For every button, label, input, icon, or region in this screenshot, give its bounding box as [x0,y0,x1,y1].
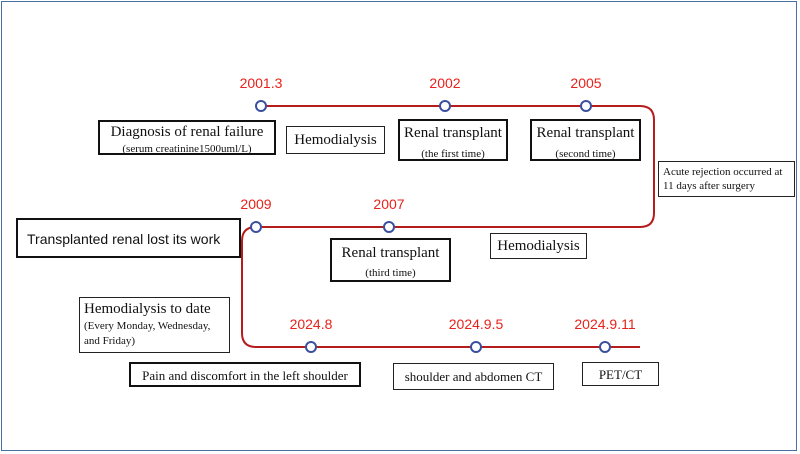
event-hemodialysis-to-date-title: Hemodialysis to date [84,301,211,317]
event-transplant-2-title: Renal transplant [536,125,635,141]
year-label-m2007: 2007 [373,196,405,212]
event-diagnosis: Diagnosis of renal failure (serum creati… [98,120,276,155]
event-hemodialysis-to-date-detail: (Every Monday, Wednesday, and Friday) [84,320,211,347]
milestone-marker-m2024_9_5 [470,341,482,353]
milestone-marker-m2024_9_11 [599,341,611,353]
event-diagnosis-detail: (serum creatinine1500uml/L) [122,143,252,155]
milestone-marker-m2009 [250,221,262,233]
year-label-m2002: 2002 [429,75,461,91]
event-transplant-1: Renal transplant (the first time) [398,119,508,161]
event-hemodialysis-1-title: Hemodialysis [294,132,377,148]
event-pet-ct: PET/CT [582,362,659,386]
event-ct-scan: shoulder and abdomen CT [393,363,554,390]
event-transplant-1-title: Renal transplant [404,125,502,141]
event-hemodialysis-1: Hemodialysis [286,126,385,154]
event-hemodialysis-2: Hemodialysis [490,233,587,259]
year-label-m2024_8: 2024.8 [289,316,333,332]
event-pet-ct-title: PET/CT [598,367,643,382]
milestone-marker-m2001 [255,100,267,112]
timeline-markers [250,100,611,353]
event-hemodialysis-2-title: Hemodialysis [497,238,580,254]
event-transplant-3-title: Renal transplant [341,245,440,261]
event-shoulder-pain: Pain and discomfort in the left shoulder [129,362,361,387]
milestone-marker-m2024_8 [305,341,317,353]
milestone-marker-m2007 [383,221,395,233]
event-ct-scan-title: shoulder and abdomen CT [404,369,543,384]
event-shoulder-pain-title: Pain and discomfort in the left shoulder [142,368,348,383]
year-label-m2009: 2009 [240,196,272,212]
event-diagnosis-title: Diagnosis of renal failure [110,124,264,140]
event-transplant-3: Renal transplant (third time) [330,238,451,282]
event-transplant-2: Renal transplant (second time) [530,119,641,161]
event-transplant-3-detail: (third time) [365,267,416,279]
event-transplant-1-detail: (the first time) [421,148,485,160]
event-rejection: Acute rejection occurred at 11 days afte… [658,161,795,197]
milestone-marker-m2005 [580,100,592,112]
event-lost-function: Transplanted renal lost its work [16,218,241,258]
timeline-line [241,105,655,348]
milestone-marker-m2002 [439,100,451,112]
year-label-m2005: 2005 [570,75,602,91]
event-lost-function-title: Transplanted renal lost its work [27,231,221,247]
year-label-m2001: 2001.3 [239,75,283,91]
year-label-m2024_9_11: 2024.9.11 [574,316,636,332]
year-label-m2024_9_5: 2024.9.5 [448,316,504,332]
event-rejection-title: Acute rejection occurred at 11 days afte… [663,166,783,192]
event-transplant-2-detail: (second time) [555,148,616,160]
event-hemodialysis-to-date: Hemodialysis to date (Every Monday, Wedn… [79,297,230,353]
